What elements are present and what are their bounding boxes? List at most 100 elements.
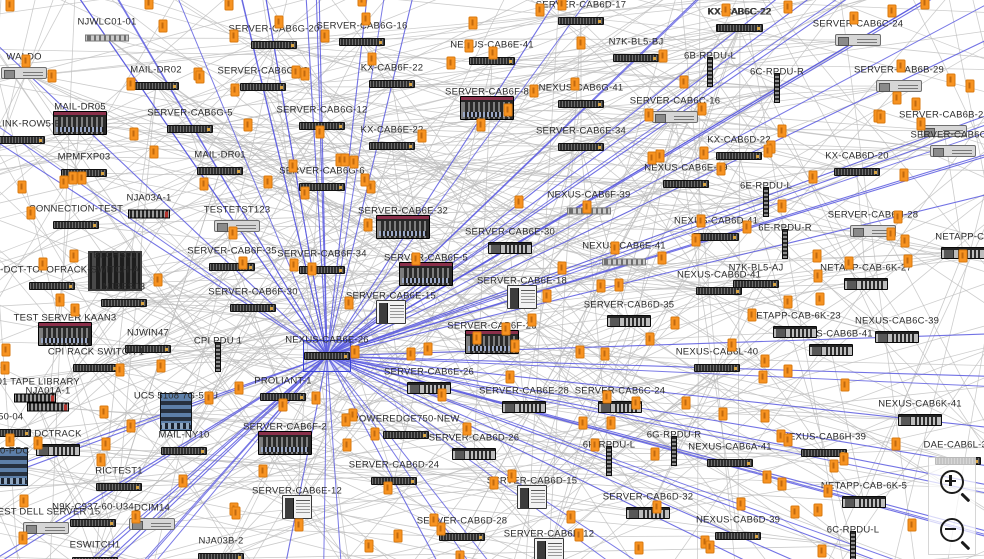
edge-marker-icon: [658, 49, 668, 63]
node-nexus-cab6c-39[interactable]: [875, 331, 919, 343]
node-server-cab6f-2[interactable]: [258, 431, 312, 455]
node-blchs01[interactable]: [88, 251, 142, 291]
node-dctrack[interactable]: [36, 444, 80, 456]
node-ucs-5108-7g-5ru[interactable]: [160, 393, 192, 431]
node-label: SERVER-CAB6F-30: [208, 286, 298, 298]
node-n7k-bl5-bj[interactable]: [613, 54, 659, 62]
node-nexus-cab6e-39[interactable]: [663, 180, 709, 188]
node-test-dell-server-15[interactable]: [23, 522, 69, 534]
node-kx-cab6e-22[interactable]: [369, 142, 415, 150]
node-server-cab6e-18[interactable]: [507, 285, 537, 309]
node-server-cab6d-17[interactable]: [558, 17, 604, 25]
node-mail-ny10[interactable]: [161, 447, 207, 455]
node-nja01a-1[interactable]: [27, 402, 69, 412]
node-server-cab6e-15[interactable]: [376, 300, 406, 324]
node-6h-rpdu-l[interactable]: [606, 446, 612, 476]
node-server-cab6e-30[interactable]: [488, 242, 532, 254]
node-server-cab6d-32[interactable]: [626, 507, 670, 519]
zoom-in-icon[interactable]: [929, 458, 975, 506]
node-nexus-cab6e-41[interactable]: [602, 258, 646, 266]
node-server-cab6c-2[interactable]: [930, 145, 976, 157]
node-server-cab6f-35[interactable]: [209, 263, 255, 271]
node-server-cab6h-28[interactable]: [850, 225, 896, 237]
node-server-cab6g-18[interactable]: [240, 83, 286, 91]
node-server-cab6d-28[interactable]: [439, 533, 485, 541]
node-950-04[interactable]: [0, 429, 31, 437]
node-kx-cab6d-20[interactable]: [834, 168, 880, 176]
node-server-cab6d-12[interactable]: [534, 538, 564, 559]
node-testetst123[interactable]: [214, 220, 260, 232]
node-eswitch1[interactable]: [72, 557, 118, 559]
node-nexus-cab6l-40[interactable]: [694, 364, 740, 372]
node-poweredge750-new[interactable]: [383, 431, 429, 439]
node-njwlc01-01[interactable]: [85, 34, 129, 42]
edge-marker-icon: [783, 295, 793, 309]
node-mail-dr05[interactable]: [53, 111, 107, 135]
node-waldo-dct-topofrack-switch-a[interactable]: [29, 282, 75, 290]
node-6e-rpdu-r[interactable]: [782, 229, 788, 259]
node-6e-rpdu-l[interactable]: [763, 187, 769, 217]
node-server-cab6g-6[interactable]: [299, 183, 345, 191]
node-server-cab6e-32[interactable]: [376, 215, 430, 239]
zoom-controls[interactable]: [928, 457, 976, 555]
node-6c-rpdu-l[interactable]: [850, 531, 856, 559]
node-connection-test[interactable]: [53, 221, 99, 229]
node-n7k-bl5-aj[interactable]: [733, 280, 779, 288]
node-netapp-cab-6k-23[interactable]: [773, 326, 817, 338]
node-n9k-c937-60-u34[interactable]: [70, 519, 116, 527]
node-waldo[interactable]: [1, 67, 47, 79]
node-njwin47[interactable]: [125, 345, 171, 353]
node-nexus-cab6k-41[interactable]: [898, 414, 942, 426]
node-nexus-cab6g-41[interactable]: [558, 100, 604, 108]
node-server-cab6d-15[interactable]: [517, 485, 547, 509]
node-netapp-cab-6k-5[interactable]: [842, 496, 886, 508]
node-kx-cab6c-22[interactable]: [717, 24, 763, 32]
node-test-server-kaan3[interactable]: [38, 322, 92, 346]
node-netapp-cab-6k-27[interactable]: [844, 278, 888, 290]
node-server-cab6d-24[interactable]: [371, 477, 417, 485]
node-njbes03[interactable]: [101, 299, 147, 307]
node-server-cab6f-34[interactable]: [299, 266, 345, 274]
node-server-cab6c-24[interactable]: [835, 34, 881, 46]
node-server-cab6c-24[interactable]: [598, 401, 642, 413]
node-dcim14[interactable]: [129, 518, 175, 530]
node-kx-cab6d-22[interactable]: [716, 152, 762, 160]
node-60-pdc[interactable]: [0, 448, 28, 486]
node-kx-cab6f-22[interactable]: [369, 80, 415, 88]
node-nja03a-1[interactable]: [128, 209, 170, 219]
node-nexus-cab6d-39[interactable]: [715, 532, 761, 540]
node-server-cab6g-20[interactable]: [251, 41, 297, 49]
node-nexus-cab6b-41[interactable]: [809, 344, 853, 356]
node-cpi-pdu-1[interactable]: [215, 342, 221, 372]
node-server-cab6c-16[interactable]: [652, 111, 698, 123]
node-server-cab6e-34[interactable]: [558, 143, 604, 151]
node-6b-rpdu-l[interactable]: [707, 57, 713, 87]
node-server-cab6d-35[interactable]: [607, 315, 651, 327]
node-server-cab6d-26[interactable]: [452, 448, 496, 460]
node-server-cab6b-27[interactable]: [921, 125, 967, 137]
big-chassis-icon: [88, 251, 142, 291]
node-server-cab6f-8[interactable]: [460, 96, 514, 120]
node-mail-dr01[interactable]: [197, 167, 243, 175]
node-6c-rpdu-r[interactable]: [774, 73, 780, 103]
zoom-out-icon[interactable]: [929, 506, 975, 554]
node-nexus-cab6d-41[interactable]: [696, 287, 742, 295]
node-server-cab6g-16[interactable]: [339, 38, 385, 46]
node-nexus-cab6a-41[interactable]: [707, 459, 753, 467]
node-server-cab6e-28[interactable]: [502, 401, 546, 413]
node-p01-tape-library[interactable]: [14, 393, 56, 403]
node-server-cab6f-5[interactable]: [399, 262, 453, 286]
node-6g-rpdu-r[interactable]: [671, 436, 677, 466]
node-cpi-rack-switch-1[interactable]: [73, 364, 119, 372]
node-uplink-row5-b[interactable]: [0, 136, 45, 144]
node-nexus-cab6e-26[interactable]: [304, 352, 350, 360]
node-server-cab6e-12[interactable]: [282, 495, 312, 519]
node-rictest1[interactable]: [96, 483, 142, 491]
node-nja03b-2[interactable]: [198, 553, 244, 559]
node-server-cab6g-5[interactable]: [167, 125, 213, 133]
node-mail-dr02[interactable]: [133, 82, 179, 90]
edge-marker-icon: [557, 261, 567, 275]
node-server-cab6f-30[interactable]: [230, 304, 276, 312]
edge-marker-icon: [650, 447, 660, 461]
